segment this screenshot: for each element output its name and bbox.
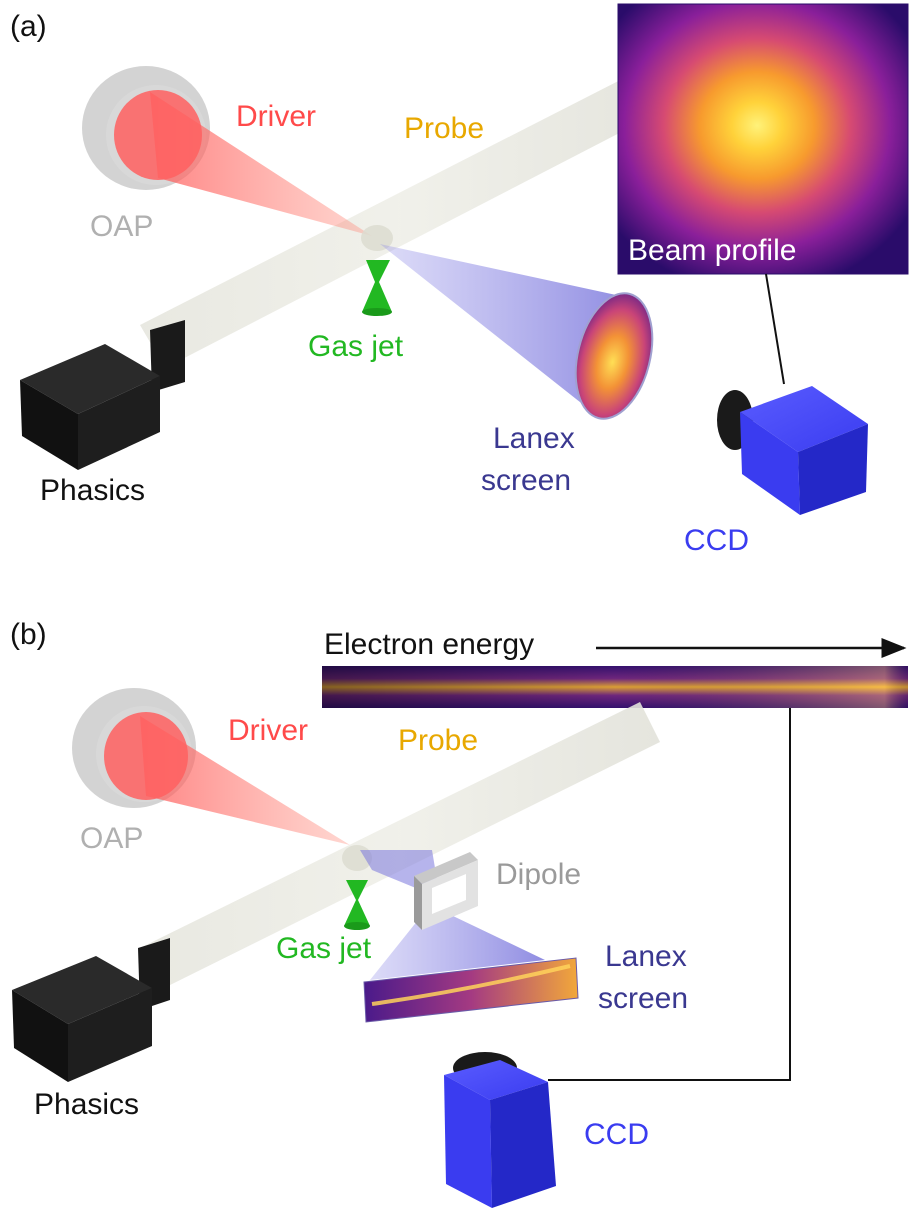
gas-jet-label-b: Gas jet bbox=[276, 932, 372, 965]
driver-label-a: Driver bbox=[236, 100, 316, 133]
phasics-label-a: Phasics bbox=[40, 474, 145, 507]
ccd-label-b: CCD bbox=[584, 1118, 649, 1151]
lanex-screen-a bbox=[574, 292, 654, 420]
electron-spectrum-image bbox=[322, 666, 908, 708]
interaction-point-a bbox=[361, 225, 393, 251]
gas-jet-a bbox=[362, 260, 392, 312]
panel-a: (a) Beam profile bbox=[10, 3, 909, 557]
phasics-camera-b bbox=[12, 938, 170, 1082]
dipole-label: Dipole bbox=[496, 858, 581, 891]
probe-label-a: Probe bbox=[404, 112, 484, 145]
driver-label-b: Driver bbox=[228, 714, 308, 747]
oap-label-b: OAP bbox=[80, 822, 143, 855]
lanex-label-b-line1: Lanex bbox=[605, 940, 687, 973]
ccd-connector-a bbox=[765, 273, 785, 385]
beam-profile-image: Beam profile bbox=[617, 3, 909, 275]
ccd-connector-b bbox=[548, 708, 791, 1081]
ccd-label-a: CCD bbox=[684, 524, 749, 557]
driver-spot-b bbox=[104, 712, 188, 800]
phasics-camera-a bbox=[20, 320, 185, 470]
driver-beam-b bbox=[140, 716, 350, 845]
gas-jet-b bbox=[344, 880, 370, 926]
gas-jet-label-a: Gas jet bbox=[308, 330, 404, 363]
dipole-magnet bbox=[414, 852, 478, 930]
panel-b-label: (b) bbox=[10, 618, 47, 651]
lanex-label-b-line2: screen bbox=[598, 982, 688, 1015]
panel-b: (b) Electron energy bbox=[10, 618, 908, 1208]
ccd-camera-a bbox=[717, 386, 868, 515]
phasics-label-b: Phasics bbox=[34, 1088, 139, 1121]
probe-beam-a bbox=[140, 70, 660, 368]
driver-spot-a bbox=[114, 90, 202, 180]
electron-energy-label: Electron energy bbox=[324, 628, 534, 661]
beam-profile-label: Beam profile bbox=[628, 234, 796, 267]
lanex-label-a-line2: screen bbox=[481, 464, 571, 497]
lanex-label-a-line1: Lanex bbox=[493, 422, 575, 455]
panel-a-label: (a) bbox=[10, 10, 47, 43]
electron-cone-a bbox=[380, 244, 630, 410]
ccd-camera-b bbox=[444, 1052, 556, 1208]
oap-label-a: OAP bbox=[90, 210, 153, 243]
lanex-screen-b bbox=[363, 957, 579, 1023]
probe-label-b: Probe bbox=[398, 724, 478, 757]
dispersed-electrons-b bbox=[370, 905, 545, 980]
driver-beam-a bbox=[150, 92, 372, 236]
probe-beam-b bbox=[140, 702, 660, 990]
